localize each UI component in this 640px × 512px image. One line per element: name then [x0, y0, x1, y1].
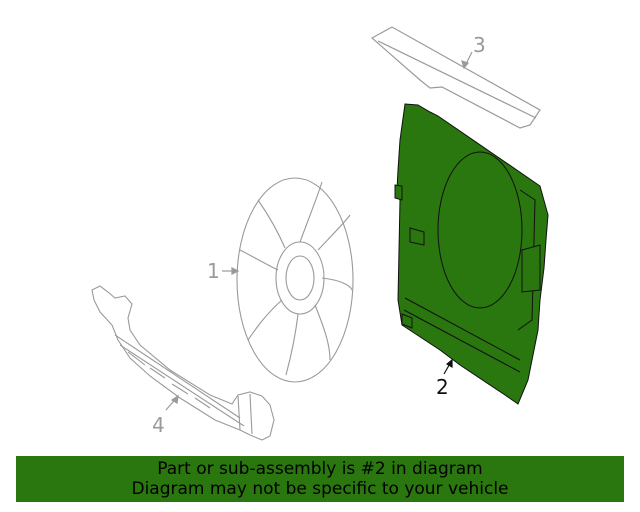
callout-1: 1 — [207, 259, 220, 283]
info-banner: Part or sub-assembly is #2 in diagram Di… — [16, 456, 624, 502]
callout-3: 3 — [473, 33, 486, 57]
part-3-cover[interactable] — [370, 26, 541, 129]
callout-1-leader — [222, 267, 240, 275]
banner-line-1: Part or sub-assembly is #2 in diagram — [157, 459, 483, 479]
part-2-fan-shroud[interactable] — [394, 103, 549, 405]
callout-2-leader — [443, 358, 453, 375]
callout-4-leader — [165, 394, 179, 411]
callout-2: 2 — [436, 375, 449, 399]
part-1-fan[interactable] — [236, 177, 354, 383]
callout-3-leader — [461, 51, 473, 70]
banner-line-2: Diagram may not be specific to your vehi… — [131, 479, 509, 499]
parts-diagram: 3 2 1 — [91, 26, 549, 441]
part-4-support[interactable] — [91, 285, 275, 441]
callout-4: 4 — [152, 413, 165, 437]
